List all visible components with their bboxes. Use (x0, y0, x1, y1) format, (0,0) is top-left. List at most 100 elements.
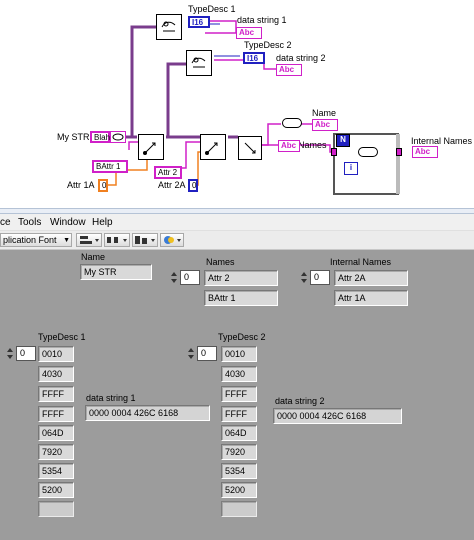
arrow-down-icon (188, 355, 194, 359)
string-wire (180, 141, 200, 169)
resize-icon (135, 236, 155, 244)
menu-tools[interactable]: Tools (18, 217, 42, 228)
internal-names-index-spinner[interactable] (300, 270, 309, 285)
data-string1-label: data string 1 (86, 393, 136, 403)
loop-count-terminal[interactable]: N (336, 134, 350, 147)
cluster-wire (166, 62, 186, 139)
loop-iteration-terminal[interactable]: i (344, 162, 358, 175)
set-attribute-node-2[interactable] (200, 134, 226, 160)
arrow-down-icon (301, 279, 307, 283)
names-label: Names (206, 257, 235, 267)
internal-names-element-1[interactable]: Attr 1A (334, 290, 408, 306)
set-attribute-node-1[interactable] (138, 134, 164, 160)
get-attributes-node[interactable] (238, 136, 262, 160)
typedesc1-indicator[interactable]: I16 (188, 16, 210, 28)
string-wire (214, 59, 280, 70)
attr1a-terminal[interactable]: 0 (98, 179, 108, 192)
font-selector-label: plication Font (3, 235, 57, 245)
names-index-spinner[interactable] (170, 270, 179, 285)
wire-layer (108, 20, 400, 195)
label-internal-names: Internal Names (411, 136, 473, 146)
attr2-constant[interactable]: Attr 2 (154, 166, 182, 179)
internal-names-label: Internal Names (330, 257, 392, 267)
typedesc1-element-8[interactable] (38, 501, 74, 517)
typedesc1-element-2[interactable]: FFFF (38, 386, 74, 402)
typedesc2-element-4[interactable]: 064D (221, 425, 257, 441)
menu-service[interactable]: ce (0, 217, 11, 228)
data-string1-indicator[interactable]: Abc (236, 27, 262, 39)
names-element-1[interactable]: BAttr 1 (204, 290, 278, 306)
typedesc1-element-5[interactable]: 7920 (38, 444, 74, 460)
internal-names-element-0[interactable]: Attr 2A (334, 270, 408, 286)
names-index[interactable]: 0 (180, 270, 200, 285)
label-data-string1: data string 1 (237, 15, 287, 25)
label-typedesc1: TypeDesc 1 (188, 4, 236, 14)
label-attr2a: Attr 2A (158, 180, 186, 190)
align-objects-button[interactable] (76, 233, 102, 247)
label-my-str: My STR (57, 132, 90, 142)
align-icon (80, 236, 99, 244)
variant-to-data-node-1[interactable] (156, 14, 182, 40)
typedesc2-element-3[interactable]: FFFF (221, 406, 257, 422)
loop-output-tunnel[interactable] (396, 148, 402, 156)
typedesc2-element-2[interactable]: FFFF (221, 386, 257, 402)
reorder-icon (164, 236, 181, 244)
names-indicator[interactable]: Abc (278, 140, 300, 152)
loop-input-tunnel[interactable] (331, 148, 337, 156)
typedesc1-element-1[interactable]: 4030 (38, 366, 74, 382)
typedesc2-indicator[interactable]: I16 (243, 52, 265, 64)
menu-bar: ce Tools Window Help (0, 214, 474, 231)
name-indicator[interactable]: Abc (312, 119, 338, 131)
typedesc1-element-6[interactable]: 5354 (38, 463, 74, 479)
typedesc2-element-6[interactable]: 5354 (221, 463, 257, 479)
arrow-up-icon (7, 348, 13, 352)
battr1-constant[interactable]: BAttr 1 (92, 160, 128, 173)
typedesc2-element-5[interactable]: 7920 (221, 444, 257, 460)
typedesc1-label: TypeDesc 1 (38, 332, 86, 342)
typedesc2-element-7[interactable]: 5200 (221, 482, 257, 498)
names-element-0[interactable]: Attr 2 (204, 270, 278, 286)
font-selector[interactable]: plication Font ▼ (0, 233, 72, 247)
variant-to-data-node-2[interactable] (186, 50, 212, 76)
unbundle-icon[interactable] (110, 131, 126, 143)
name-label: Name (81, 252, 106, 262)
chevron-down-icon: ▼ (63, 237, 70, 244)
typedesc1-index[interactable]: 0 (16, 346, 36, 361)
menu-help[interactable]: Help (92, 217, 113, 228)
my-str-terminal[interactable]: Blah (90, 131, 110, 143)
typedesc1-element-4[interactable]: 064D (38, 425, 74, 441)
string-wire (262, 123, 281, 146)
reorder-button[interactable] (160, 233, 184, 247)
arrow-up-icon (301, 272, 307, 276)
get-internal-name-node[interactable] (358, 147, 378, 157)
data-string2-field[interactable]: 0000 0004 426C 6168 (273, 408, 402, 424)
data-string2-indicator[interactable]: Abc (276, 64, 302, 76)
label-name: Name (312, 108, 337, 118)
cluster-wire (130, 25, 156, 137)
typedesc1-index-spinner[interactable] (6, 346, 15, 361)
arrow-down-icon (7, 355, 13, 359)
resize-objects-button[interactable] (132, 233, 158, 247)
attr2a-terminal[interactable]: 0 (188, 179, 198, 192)
typedesc2-element-1[interactable]: 4030 (221, 366, 257, 382)
typedesc2-element-0[interactable]: 0010 (221, 346, 257, 362)
arrow-down-icon (171, 279, 177, 283)
internal-names-index[interactable]: 0 (310, 270, 330, 285)
internal-names-indicator[interactable]: Abc (412, 146, 438, 158)
data-string2-label: data string 2 (275, 396, 325, 406)
typedesc2-index-spinner[interactable] (187, 346, 196, 361)
typedesc1-element-3[interactable]: FFFF (38, 406, 74, 422)
distribute-icon (107, 237, 127, 243)
typedesc1-element-0[interactable]: 0010 (38, 346, 74, 362)
arrow-up-icon (171, 272, 177, 276)
get-name-node[interactable] (282, 118, 302, 128)
label-data-string2: data string 2 (276, 53, 326, 63)
data-string1-field[interactable]: 0000 0004 426C 6168 (85, 405, 210, 421)
window-divider (0, 208, 474, 214)
name-indicator-field[interactable]: My STR (80, 264, 152, 280)
typedesc2-index[interactable]: 0 (197, 346, 217, 361)
typedesc1-element-7[interactable]: 5200 (38, 482, 74, 498)
typedesc2-element-8[interactable] (221, 501, 257, 517)
menu-window[interactable]: Window (50, 217, 86, 228)
distribute-objects-button[interactable] (104, 233, 130, 247)
